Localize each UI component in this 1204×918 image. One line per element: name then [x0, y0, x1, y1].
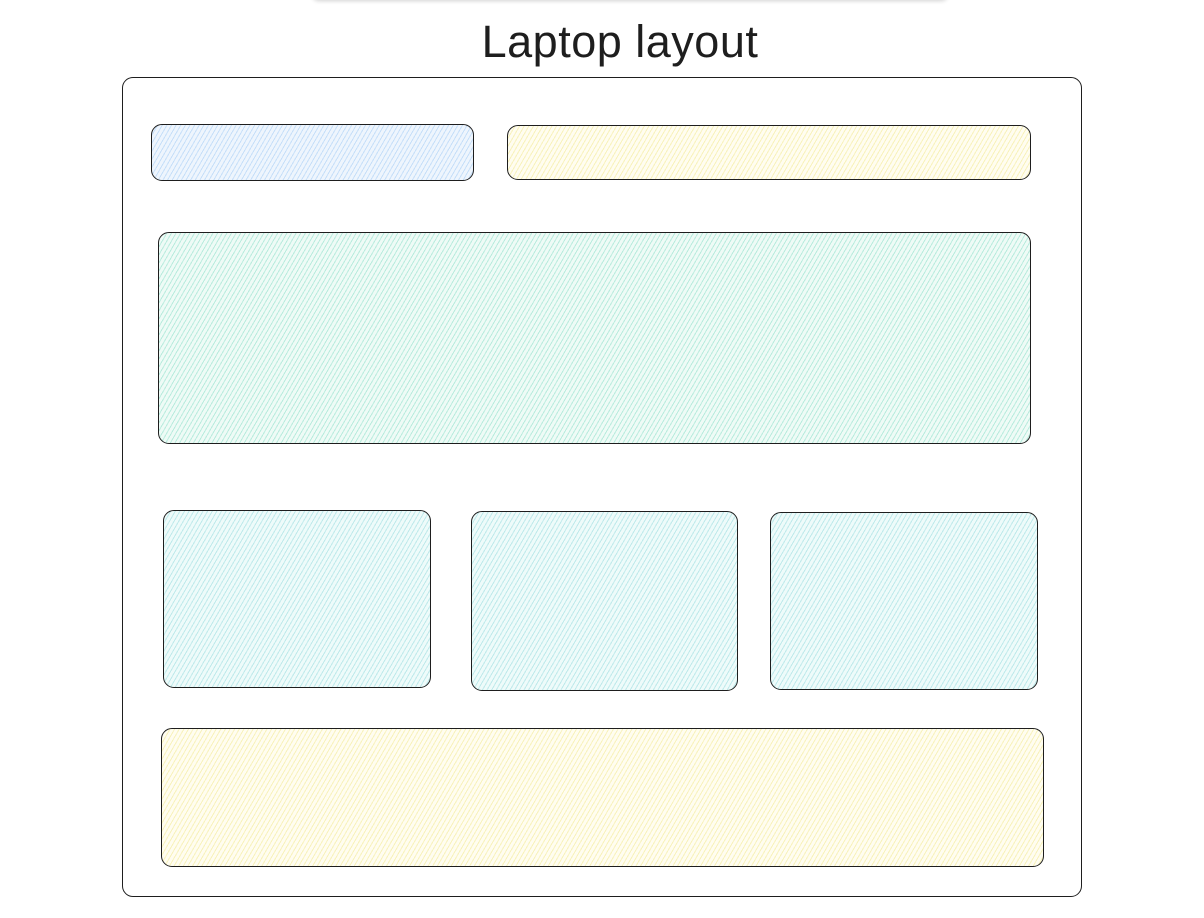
card-block-2 [471, 511, 738, 691]
header-left-block [151, 124, 474, 181]
card-block-3 [770, 512, 1038, 690]
card-block-1 [163, 510, 431, 688]
diagram-title: Laptop layout [481, 16, 759, 67]
header-right-block [507, 125, 1031, 180]
footer-block [161, 728, 1044, 867]
hero-block [158, 232, 1031, 444]
